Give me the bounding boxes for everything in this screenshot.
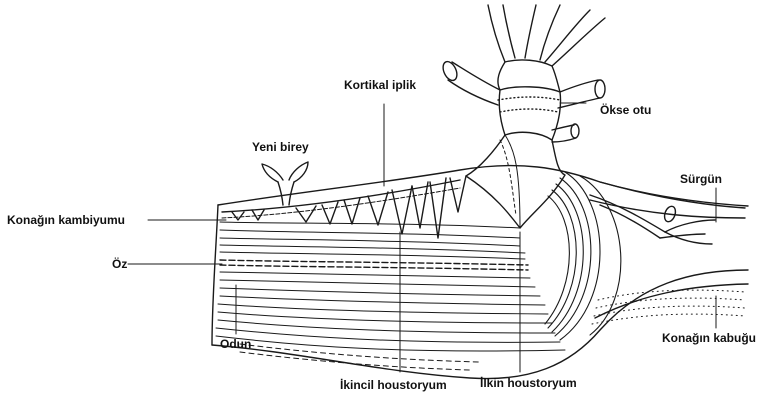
pith-line-2 (220, 265, 528, 270)
wood-grain (216, 222, 565, 351)
label-odun: Odun (220, 337, 251, 351)
label-ilkin-houstoryum: İlkin houstoryum (480, 376, 577, 390)
mistletoe-branch-left (452, 62, 500, 90)
bark-outer-right (600, 182, 748, 206)
label-kortikal-iplik: Kortikal iplik (344, 78, 416, 92)
growth-rings (545, 172, 621, 340)
label-konagin-kabugu: Konağın kabuğu (662, 331, 756, 345)
label-surgun: Sürgün (680, 172, 722, 186)
pith-line-1 (220, 260, 528, 265)
label-okse-otu: Ökse otu (600, 103, 651, 117)
mistletoe-branch-2 (525, 5, 536, 58)
label-oz: Öz (112, 257, 127, 271)
primary-haustorium (466, 132, 565, 228)
branch-left-cut (212, 205, 218, 345)
label-ikincil-houstoryum: İkincil houstoryum (340, 378, 447, 392)
seedling-stem-l (278, 182, 283, 205)
seedling-leaf-r (289, 162, 308, 182)
seedling-leaf-l (262, 164, 283, 182)
secondary-haustoria (232, 176, 466, 238)
label-konagin-kambiyumu: Konağın kambiyumu (7, 213, 125, 227)
label-yeni-birey: Yeni birey (252, 140, 309, 154)
branch-bottom-edge (212, 270, 748, 379)
bark-stipple (592, 290, 745, 324)
mistletoe-branch-1 (488, 5, 505, 62)
mistletoe-branch-right (560, 80, 598, 92)
